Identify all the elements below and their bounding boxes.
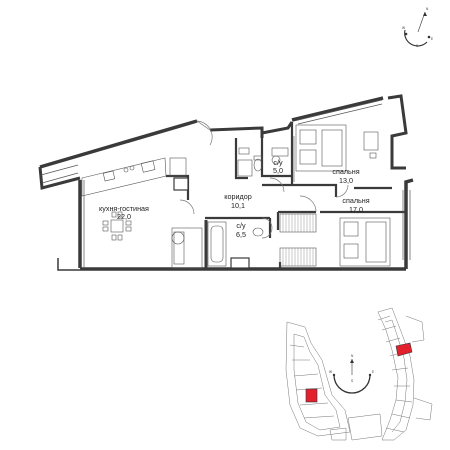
highlight-building-left xyxy=(305,388,318,403)
room-area-kitchen: 22,0 xyxy=(117,212,131,221)
room-area-bedroom-bottom: 17,0 xyxy=(349,205,363,214)
room-area-bedroom-top: 13,0 xyxy=(339,176,353,185)
compass-bottom-west: W xyxy=(329,370,332,374)
compass-east-dot xyxy=(427,35,431,39)
room-name-bedroom-top: спальня xyxy=(332,167,359,176)
kitchen-furniture xyxy=(81,157,203,269)
compass-top-south: S xyxy=(416,44,418,48)
room-name-bath-top: с/у xyxy=(273,158,283,167)
compass-west-dot xyxy=(404,32,408,36)
compass-bottom-west-dot xyxy=(332,373,336,377)
bath-fixtures xyxy=(207,147,289,269)
compass-top-west: W xyxy=(402,26,405,30)
room-name-kitchen: кухня-гостиная xyxy=(99,204,149,213)
outer-walls xyxy=(38,94,414,271)
dining-table xyxy=(102,211,132,241)
room-area-corridor: 10,1 xyxy=(231,201,245,210)
bedroom-furniture xyxy=(279,124,391,267)
room-area-bath-top: 5,0 xyxy=(273,166,283,175)
doors xyxy=(179,120,349,239)
compass-bottom-east: E xyxy=(372,370,374,374)
wardrobe-hatch xyxy=(282,214,314,266)
compass-bottom: N W E S xyxy=(329,354,374,394)
site-plan-right xyxy=(329,307,433,441)
windows xyxy=(40,99,411,268)
compass-bottom-east-dot xyxy=(368,373,372,377)
compass-top-north: N xyxy=(426,7,429,11)
room-name-bedroom-bottom: спальня xyxy=(342,196,369,205)
site-plan-left xyxy=(285,321,351,437)
room-area-bath-bottom: 6,5 xyxy=(236,230,246,239)
room-labels: кухня-гостиная 22,0 коридор 10,1 с/у 5,0… xyxy=(99,158,370,239)
highlight-building-right xyxy=(395,342,413,357)
compass-bottom-north: N xyxy=(351,354,354,358)
compass-top-east: E xyxy=(431,37,433,41)
room-name-corridor: коридор xyxy=(224,192,251,201)
compass-top: N W E S xyxy=(402,7,433,48)
compass-bottom-south: S xyxy=(351,379,353,383)
room-name-bath-bottom: с/у xyxy=(236,221,246,230)
